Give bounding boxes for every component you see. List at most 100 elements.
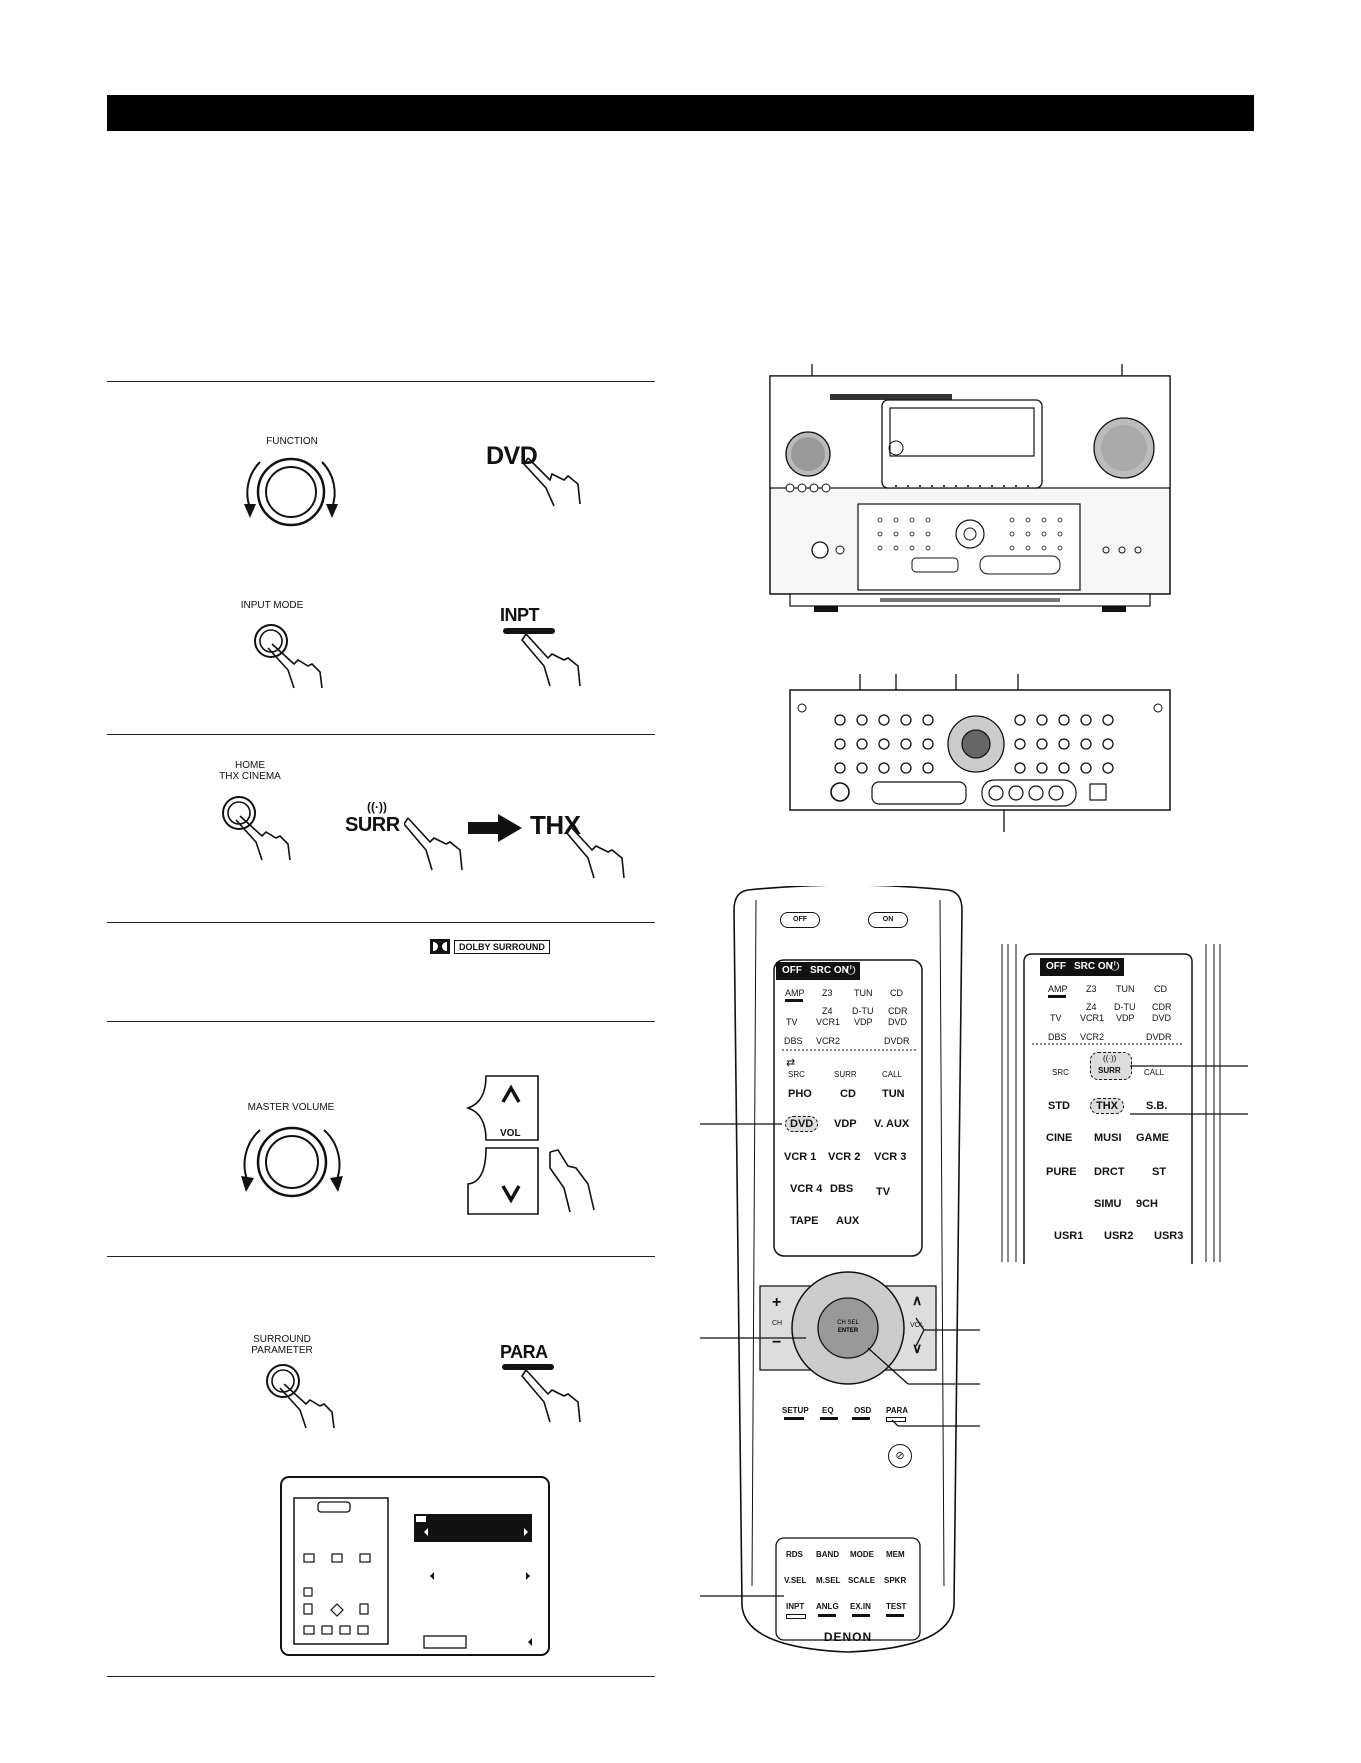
input-tv-key[interactable]: TV <box>876 1186 891 1198</box>
surround-usr1-key[interactable]: USR1 <box>1054 1230 1084 1242</box>
source-z3-key[interactable]: Z3 <box>822 988 833 998</box>
detail-cd-key[interactable]: CD <box>1154 984 1167 994</box>
home-thx-cinema-button[interactable] <box>220 792 300 862</box>
detail-off-label[interactable]: OFF <box>1046 961 1066 972</box>
surround-9ch-key[interactable]: 9CH <box>1136 1198 1159 1210</box>
input-tape-key[interactable]: TAPE <box>790 1215 819 1227</box>
surround-pure-key[interactable]: PURE <box>1046 1166 1077 1178</box>
anlg-key[interactable]: ANLG <box>816 1602 839 1611</box>
enter-label[interactable]: ENTER <box>837 1328 859 1334</box>
function-knob[interactable] <box>232 448 350 548</box>
surround-musi-key[interactable]: MUSI <box>1094 1132 1122 1144</box>
source-dvd-key[interactable]: DVD <box>888 1017 908 1027</box>
ch-sel-label[interactable]: CH SEL <box>837 1320 859 1326</box>
detail-tv-key[interactable]: TV <box>1050 1013 1062 1023</box>
ch-minus-icon[interactable]: − <box>772 1334 782 1351</box>
source-tv-key[interactable]: TV <box>786 1017 798 1027</box>
para-key[interactable]: PARA <box>886 1406 909 1415</box>
surround-simu-key[interactable]: SIMU <box>1094 1198 1122 1210</box>
surround-usr2-key[interactable]: USR2 <box>1104 1230 1134 1242</box>
detail-dtu-key[interactable]: D-TU <box>1114 1002 1136 1012</box>
input-mode-button[interactable] <box>252 620 332 690</box>
source-vdp-key[interactable]: VDP <box>854 1017 873 1027</box>
source-vcr2-key[interactable]: VCR2 <box>816 1036 841 1046</box>
detail-vcr2-key[interactable]: VCR2 <box>1080 1032 1105 1042</box>
msel-key[interactable]: M.SEL <box>816 1576 841 1585</box>
surr-mode-key[interactable]: SURR <box>834 1070 857 1079</box>
surround-cine-key[interactable]: CINE <box>1046 1132 1073 1144</box>
input-vcr2-key[interactable]: VCR 2 <box>828 1151 861 1163</box>
input-vcr4-key[interactable]: VCR 4 <box>790 1183 823 1195</box>
test-key[interactable]: TEST <box>886 1602 907 1611</box>
input-tun-key[interactable]: TUN <box>882 1088 905 1100</box>
para-remote-key[interactable] <box>502 1364 554 1370</box>
remote-off-button[interactable]: OFF <box>780 912 820 928</box>
vol-down-icon[interactable]: ∨ <box>912 1340 923 1356</box>
detail-src-on-label[interactable]: SRC ON <box>1074 961 1113 972</box>
mode-key[interactable]: MODE <box>850 1550 874 1559</box>
detail-tun-key[interactable]: TUN <box>1116 984 1135 994</box>
source-cdr-key[interactable]: CDR <box>888 1006 908 1016</box>
source-dvdr-key[interactable]: DVDR <box>884 1036 910 1046</box>
band-key[interactable]: BAND <box>816 1550 840 1559</box>
input-cd-key[interactable]: CD <box>840 1088 856 1100</box>
source-dbs-key[interactable]: DBS <box>784 1036 803 1046</box>
input-dbs-key[interactable]: DBS <box>830 1183 854 1195</box>
surround-st-key[interactable]: ST <box>1152 1166 1167 1178</box>
inpt-key[interactable]: INPT <box>786 1602 805 1611</box>
surround-std-key[interactable]: STD <box>1048 1100 1070 1112</box>
remote-off-mode-label[interactable]: OFF <box>782 965 802 976</box>
eq-key[interactable]: EQ <box>822 1406 834 1415</box>
surround-drct-key[interactable]: DRCT <box>1094 1166 1125 1178</box>
src-mode-key[interactable]: SRC <box>788 1070 805 1079</box>
rds-key[interactable]: RDS <box>786 1550 803 1559</box>
detail-dvdr-key[interactable]: DVDR <box>1146 1032 1172 1042</box>
volume-rocker[interactable] <box>466 1074 542 1216</box>
scale-key[interactable]: SCALE <box>848 1576 876 1585</box>
detail-src-key[interactable]: SRC <box>1052 1068 1069 1077</box>
mem-key[interactable]: MEM <box>886 1550 905 1559</box>
call-mode-key[interactable]: CALL <box>882 1070 903 1079</box>
mute-icon[interactable]: ⊘ <box>888 1444 912 1468</box>
detail-vcr1-key[interactable]: VCR1 <box>1080 1013 1105 1023</box>
ch-plus-icon[interactable]: + <box>772 1294 782 1311</box>
source-amp-key[interactable]: AMP <box>785 988 805 998</box>
input-vaux-key[interactable]: V. AUX <box>874 1118 910 1130</box>
detail-cdr-key[interactable]: CDR <box>1152 1002 1172 1012</box>
spkr-key[interactable]: SPKR <box>884 1576 907 1585</box>
detail-amp-key[interactable]: AMP <box>1048 984 1068 994</box>
osd-key[interactable]: OSD <box>854 1406 872 1415</box>
detail-call-key[interactable]: CALL <box>1144 1068 1165 1077</box>
detail-vdp-key[interactable]: VDP <box>1116 1013 1135 1023</box>
master-volume-knob[interactable] <box>230 1112 354 1220</box>
dolby-surround-text: DOLBY SURROUND <box>454 939 550 954</box>
vsel-key[interactable]: V.SEL <box>784 1576 807 1585</box>
source-z4-key[interactable]: Z4 <box>822 1006 833 1016</box>
exin-key[interactable]: EX.IN <box>850 1602 871 1611</box>
detail-z4-key[interactable]: Z4 <box>1086 1002 1097 1012</box>
source-tun-key[interactable]: TUN <box>854 988 873 998</box>
inpt-remote-key[interactable] <box>503 628 555 634</box>
remote-src-on-label[interactable]: SRC ON <box>810 965 849 976</box>
surround-usr3-key[interactable]: USR3 <box>1154 1230 1184 1242</box>
source-cd-key[interactable]: CD <box>890 988 903 998</box>
setup-key[interactable]: SETUP <box>782 1406 809 1415</box>
input-dvd-key[interactable]: DVD <box>785 1116 819 1132</box>
input-pho-key[interactable]: PHO <box>788 1088 812 1100</box>
surround-parameter-button[interactable] <box>264 1360 344 1430</box>
remote-on-button[interactable]: ON <box>868 912 908 928</box>
surround-sb-key[interactable]: S.B. <box>1146 1100 1168 1112</box>
input-vcr1-key[interactable]: VCR 1 <box>784 1151 817 1163</box>
input-aux-key[interactable]: AUX <box>836 1215 860 1227</box>
source-dtu-key[interactable]: D-TU <box>852 1006 874 1016</box>
vol-up-icon[interactable]: ∧ <box>912 1292 923 1308</box>
surround-thx-key[interactable]: THX <box>1090 1098 1124 1114</box>
detail-dvd-key[interactable]: DVD <box>1152 1013 1172 1023</box>
input-vdp-key[interactable]: VDP <box>834 1118 857 1130</box>
surround-game-key[interactable]: GAME <box>1136 1132 1169 1144</box>
input-vcr3-key[interactable]: VCR 3 <box>874 1151 907 1163</box>
detail-surr-key[interactable]: SURR <box>1098 1066 1121 1075</box>
detail-z3-key[interactable]: Z3 <box>1086 984 1097 994</box>
detail-dbs-key[interactable]: DBS <box>1048 1032 1067 1042</box>
source-vcr1-key[interactable]: VCR1 <box>816 1017 841 1027</box>
